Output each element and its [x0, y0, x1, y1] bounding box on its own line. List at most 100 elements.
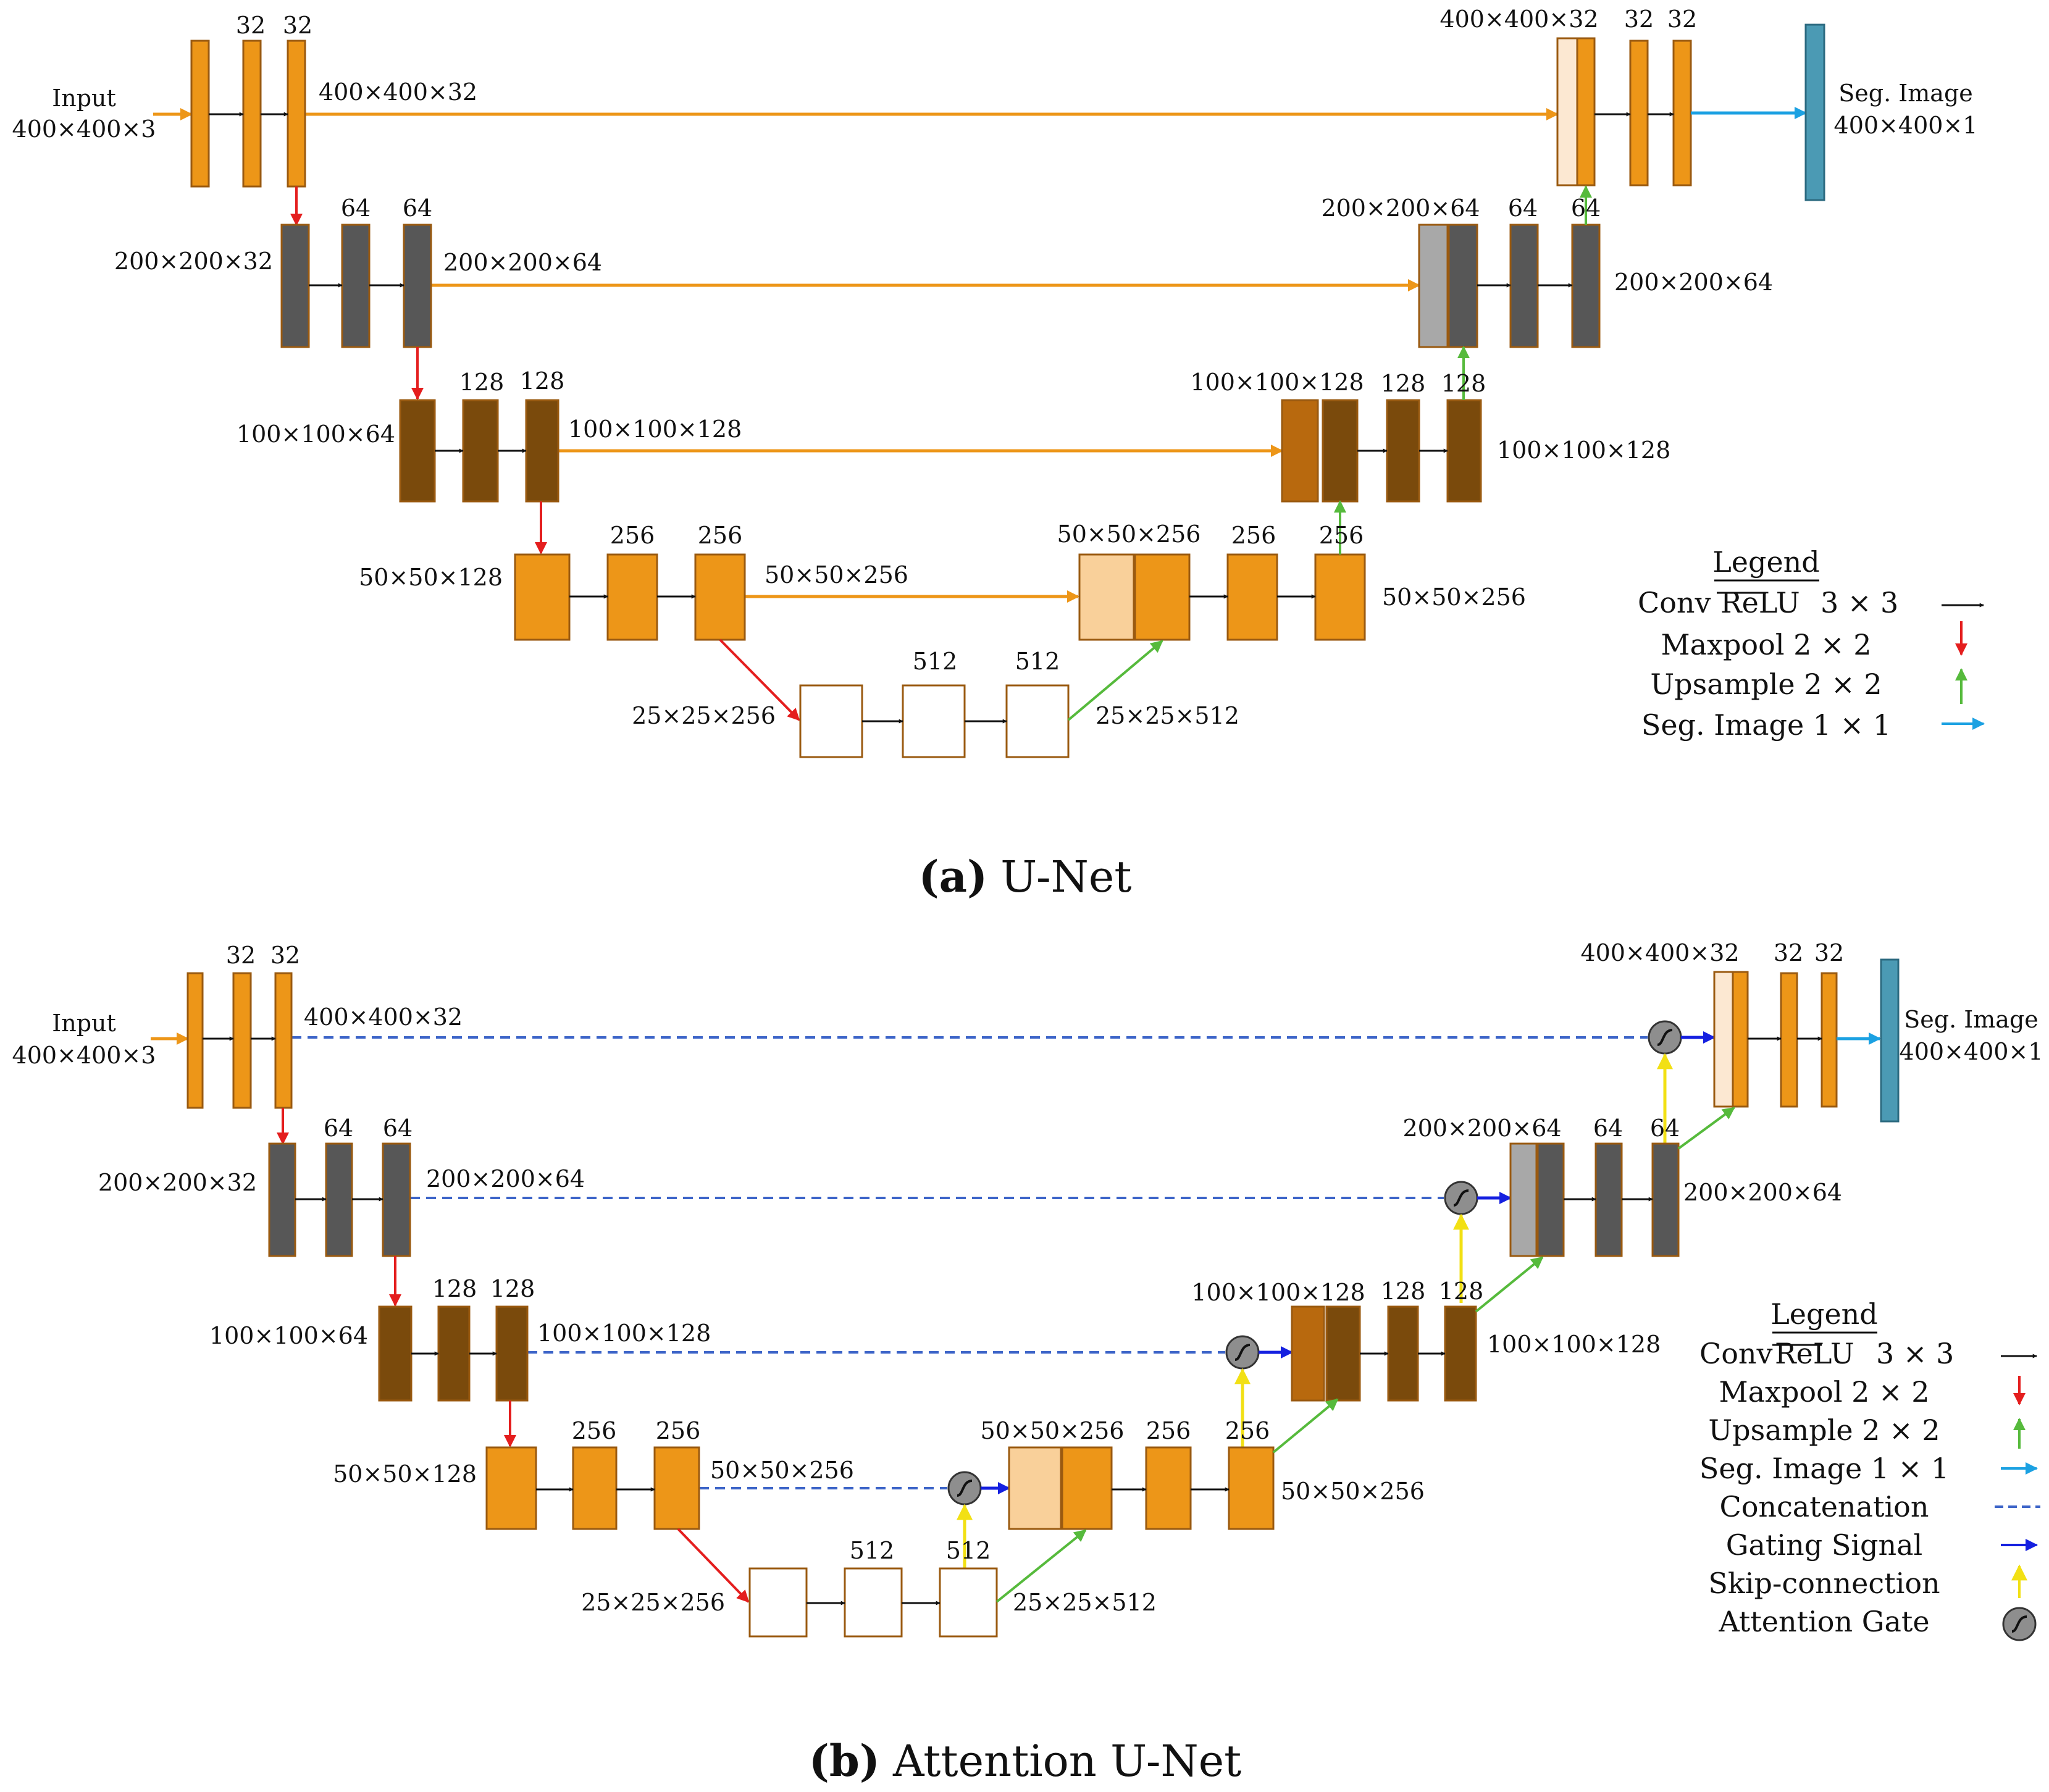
- decoder-block: [1594, 1142, 1623, 1257]
- encoder-block: [606, 553, 658, 641]
- size-label: 200×200×64: [1321, 195, 1480, 222]
- size-label: 50×50×256: [1382, 584, 1526, 611]
- legend-gating: Gating Signal: [1726, 1528, 1923, 1562]
- decoder-block: [1444, 1305, 1477, 1402]
- encoder-block: [437, 1305, 471, 1402]
- channel-label: 256: [610, 522, 655, 549]
- encoder-block: [280, 224, 310, 348]
- upsample-arrow: [1272, 1398, 1339, 1454]
- size-label: 200×200×64: [1614, 269, 1773, 296]
- attention-gate: [1225, 1335, 1260, 1370]
- bottleneck-block: [844, 1567, 903, 1638]
- decoder-block: [1446, 399, 1482, 503]
- concat-block: [1418, 224, 1449, 348]
- legend-upsample: Upsample 2 × 2: [1650, 668, 1882, 701]
- legend-concat: Concatenation: [1720, 1490, 1929, 1523]
- size-label: 200×200×32: [114, 248, 273, 275]
- legend-conv-num: Conv: [1699, 1337, 1773, 1370]
- channel-label: 64: [383, 1115, 413, 1142]
- encoder-block: [325, 1142, 353, 1257]
- legend-conv-num: Conv: [1638, 586, 1711, 619]
- concat-block: [1556, 37, 1578, 186]
- legend-maxpool: Maxpool 2 × 2: [1661, 628, 1872, 661]
- input-title: Input: [52, 85, 116, 112]
- encoder-block: [190, 40, 210, 188]
- concat-block: [1281, 399, 1319, 503]
- encoder-block: [268, 1142, 296, 1257]
- decoder-block: [1386, 399, 1420, 503]
- encoder-block: [378, 1305, 413, 1402]
- attention-gate: [947, 1471, 982, 1505]
- skip-size-label: 100×100×128: [537, 1320, 711, 1347]
- encoder-block: [485, 1446, 537, 1530]
- channel-label: 32: [236, 12, 266, 39]
- upsample-arrow: [995, 1529, 1087, 1603]
- channel-label: 128: [432, 1275, 477, 1302]
- decoder-block: [1509, 224, 1539, 348]
- encoder-block: [653, 1446, 700, 1530]
- channel-label: 128: [1439, 1278, 1484, 1305]
- seg-title: Seg. Image: [1838, 80, 1973, 107]
- legend-unet: Legend Conv ReLU 3 × 3 Maxpool 2 × 2 Ups…: [1638, 545, 1985, 742]
- channel-label: 64: [403, 195, 432, 222]
- decoder-block: [1571, 224, 1601, 348]
- decoder-block: [1226, 553, 1278, 641]
- legend-seg: Seg. Image 1 × 1: [1699, 1452, 1949, 1485]
- channel-label: 256: [1319, 522, 1364, 549]
- concat-block: [1078, 553, 1135, 641]
- caption-unet: (a) U-Net: [919, 851, 1132, 902]
- upsample-arrow: [1677, 1107, 1735, 1150]
- legend-title: Legend: [1770, 1297, 1878, 1331]
- encoder-block: [242, 40, 262, 188]
- sigmoid-icon: [1234, 1344, 1251, 1361]
- input-title: Input: [52, 1010, 116, 1037]
- caption-letter: (b): [809, 1735, 880, 1786]
- decoder-block: [1387, 1305, 1419, 1402]
- attention-unet-panel: Input 400×400×3 32 32 400×400×32 400×400…: [12, 939, 2043, 1786]
- decoder-block: [1061, 1446, 1113, 1530]
- bottleneck-block: [902, 684, 966, 758]
- channel-label: 256: [698, 522, 743, 549]
- size-label: 200×200×64: [1402, 1115, 1561, 1142]
- seg-output-block: [1804, 23, 1825, 201]
- size-label: 50×50×256: [981, 1417, 1125, 1444]
- encoder-block: [525, 399, 559, 503]
- encoder-block: [274, 972, 293, 1109]
- concat-block: [1008, 1446, 1062, 1530]
- channel-label: 256: [1225, 1417, 1270, 1444]
- channel-label: 64: [1593, 1115, 1623, 1142]
- size-label: 100×100×128: [1191, 1279, 1365, 1306]
- size-label: 100×100×128: [1190, 369, 1364, 396]
- maxpool-arrow: [677, 1528, 750, 1603]
- upsample-arrow: [1067, 640, 1163, 721]
- decoder-block: [1145, 1446, 1192, 1530]
- size-label: 100×100×64: [237, 421, 395, 448]
- sigmoid-icon: [2011, 1615, 2027, 1633]
- decoder-block: [1780, 972, 1798, 1108]
- seg-output-block: [1880, 958, 1900, 1123]
- channel-label: 64: [1571, 195, 1601, 222]
- channel-label: 256: [656, 1417, 701, 1444]
- legend-upsample: Upsample 2 × 2: [1708, 1413, 1940, 1447]
- decoder-block: [1821, 972, 1838, 1108]
- channel-label: 128: [459, 369, 505, 396]
- size-label: 25×25×256: [581, 1589, 725, 1616]
- skip-size-label: 50×50×256: [710, 1457, 854, 1484]
- channel-label: 512: [850, 1537, 895, 1564]
- encoder-block: [382, 1142, 411, 1257]
- encoder-block: [399, 399, 436, 503]
- encoder-block: [572, 1446, 618, 1530]
- size-label: 50×50×256: [1281, 1478, 1425, 1505]
- skip-size-label: 200×200×64: [426, 1165, 585, 1192]
- channel-label: 32: [226, 942, 256, 969]
- channel-label: 256: [1146, 1417, 1191, 1444]
- encoder-block: [514, 553, 571, 641]
- decoder-block: [1672, 40, 1692, 186]
- channel-label: 128: [520, 367, 565, 395]
- encoder-block: [495, 1305, 529, 1402]
- size-label: 200×200×32: [98, 1169, 257, 1196]
- size-label: 50×50×128: [333, 1460, 477, 1488]
- decoder-block: [1536, 1142, 1565, 1257]
- encoder-block: [232, 972, 252, 1109]
- upsample-arrow: [1475, 1256, 1544, 1313]
